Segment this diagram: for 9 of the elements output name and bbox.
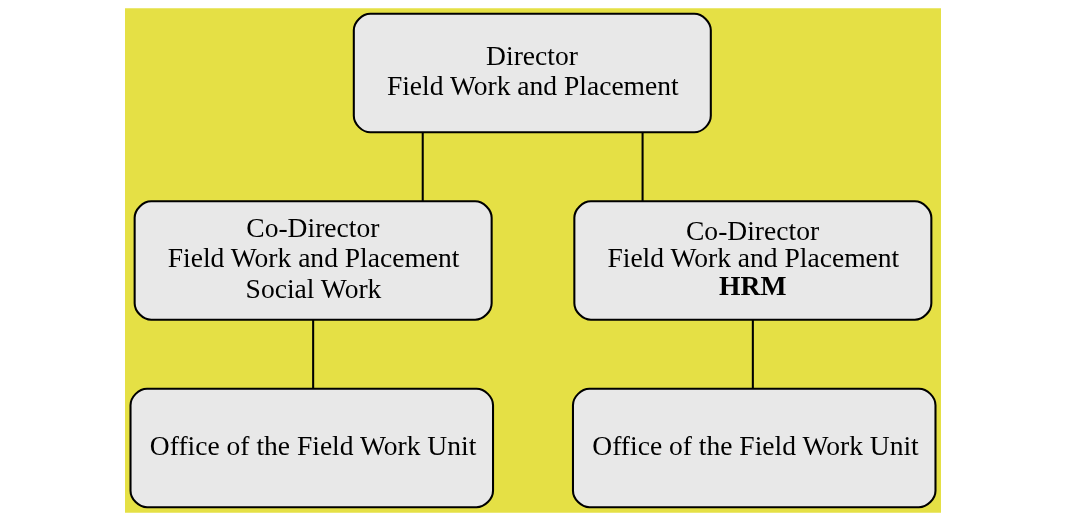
connector [421, 132, 424, 201]
node-box: Office of the Field Work Unit [571, 387, 937, 509]
connector [641, 132, 644, 201]
connector [751, 319, 754, 389]
node-box: Director Field Work and Placement [352, 12, 712, 134]
node-box: Office of the Field Work Unit [128, 387, 494, 509]
node-box: Co-Director Field Work and Placement HRM [572, 200, 932, 321]
node-box: Co-Director Field Work and Placement Social Work [133, 200, 493, 321]
connector [311, 319, 314, 389]
